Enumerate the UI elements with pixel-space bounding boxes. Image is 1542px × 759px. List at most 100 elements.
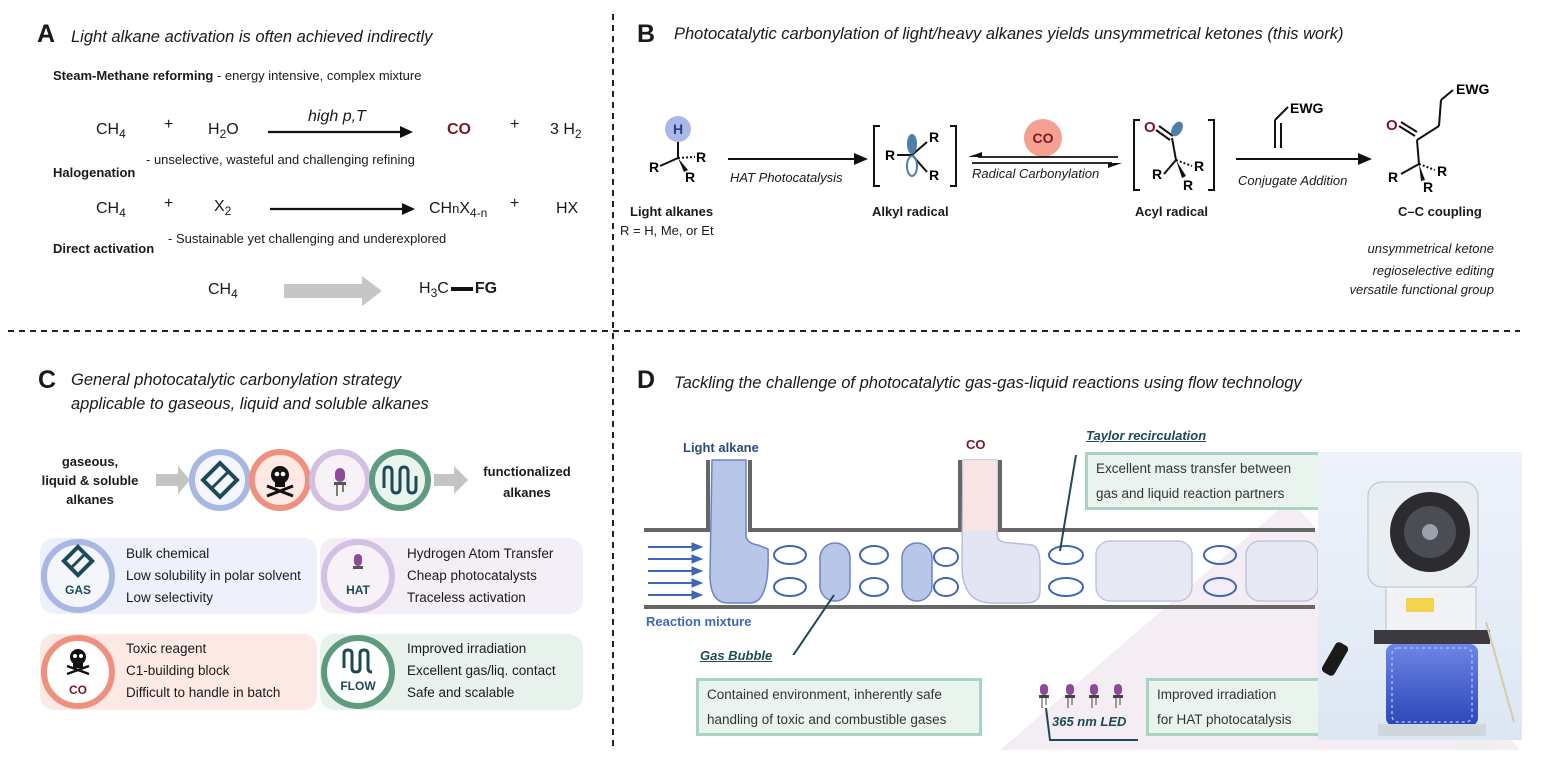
- halogenation-heading: Halogenation: [53, 165, 136, 180]
- led-icon-4: [1113, 684, 1123, 708]
- light-alkanes-label: Light alkanes: [630, 204, 714, 219]
- flow-badge-icon: FLOW: [321, 635, 395, 709]
- svg-text:R: R: [1437, 163, 1447, 179]
- direct-desc: - Sustainable yet challenging and undere…: [168, 231, 447, 246]
- ketone-product-structure: EWG O R R R: [1386, 81, 1490, 195]
- panel-d-letter: D: [637, 366, 656, 394]
- direct-heading: Direct activation: [53, 241, 155, 256]
- alkyl-radical-label: Alkyl radical: [872, 204, 949, 219]
- svg-text:O: O: [1386, 117, 1398, 134]
- eq1-condition: high p,T: [308, 108, 366, 125]
- eq3-grey-arrow: [284, 276, 382, 306]
- carbonylation-arrow-label: Radical Carbonylation: [972, 166, 1100, 181]
- panel-b-title: Photocatalytic carbonylation of light/he…: [674, 25, 1344, 43]
- note-versatile: versatile functional group: [1349, 282, 1494, 297]
- svg-text:R: R: [929, 129, 939, 145]
- eq1-reactant-1: CH4: [96, 121, 126, 142]
- fg-label: FG: [474, 280, 498, 297]
- eq1-product-h2: 3 H2: [550, 121, 582, 142]
- panel-c-title-2: applicable to gaseous, liquid and solubl…: [71, 395, 429, 413]
- hat-arrow-label: HAT Photocatalysis: [730, 170, 843, 185]
- hat-arrow: [728, 153, 868, 165]
- co-circle: CO: [1024, 119, 1062, 157]
- eq2-arrow: [270, 203, 415, 215]
- svg-text:FLOW: FLOW: [340, 679, 376, 693]
- panel-c-letter: C: [38, 366, 57, 394]
- eq3-reactant: CH4: [208, 281, 238, 302]
- r-definition: R = H, Me, or Et: [620, 223, 714, 238]
- alkyl-radical-structure: R R R: [873, 125, 957, 187]
- strategy-hat-icon: [309, 449, 371, 511]
- strategy-flow-icon: [369, 449, 431, 511]
- acyl-radical-label: Acyl radical: [1135, 204, 1208, 219]
- gas-bubble-label: Gas Bubble: [700, 648, 773, 663]
- reactor-photo: [1318, 452, 1522, 740]
- eq1-plus-1: +: [164, 116, 174, 133]
- eq2-reactant-1: CH4: [96, 200, 126, 221]
- light-alkane-structure: H R R R: [649, 116, 706, 185]
- svg-text:R: R: [929, 167, 939, 183]
- led-icon-2: [1065, 684, 1075, 708]
- eq2-plus-1: +: [164, 195, 174, 212]
- steam-heading: Steam-Methane reforming: [53, 68, 214, 83]
- svg-text:EWG: EWG: [1456, 81, 1490, 97]
- light-alkane-label: Light alkane: [683, 440, 759, 455]
- svg-text:GAS: GAS: [65, 583, 91, 597]
- hat-badge-icon: HAT: [321, 539, 395, 613]
- eq1-arrow: [268, 126, 413, 138]
- svg-text:R: R: [885, 147, 895, 163]
- equilibrium-arrows: [968, 152, 1122, 168]
- strategy-flow: [156, 449, 468, 511]
- steam-reforming-line: Steam-Methane reforming - energy intensi…: [53, 68, 421, 83]
- co-badge-icon: CO: [41, 635, 115, 709]
- flow-channel-diagram: [644, 455, 1319, 655]
- conjugate-arrow-label: Conjugate Addition: [1238, 173, 1348, 188]
- svg-text:CO: CO: [1033, 130, 1054, 146]
- halogenation-desc: - unselective, wasteful and challenging …: [146, 152, 415, 167]
- ewg-alkene-structure: EWG: [1274, 100, 1324, 148]
- gas-badge-icon: GAS: [41, 539, 115, 613]
- led-icons: [1039, 684, 1138, 741]
- svg-text:R: R: [696, 149, 706, 165]
- svg-text:R: R: [685, 169, 695, 185]
- taylor-recirculation-label: Taylor recirculation: [1086, 428, 1207, 443]
- svg-text:EWG: EWG: [1290, 100, 1324, 116]
- eq1-plus-2: +: [510, 116, 520, 133]
- reaction-mixture-label: Reaction mixture: [646, 614, 752, 629]
- steam-desc: - energy intensive, complex mixture: [213, 68, 422, 83]
- panel-b-letter: B: [637, 20, 656, 48]
- svg-text:R: R: [1194, 158, 1204, 174]
- panel-a-letter: A: [37, 20, 56, 48]
- eq1-product-co: CO: [447, 121, 471, 138]
- svg-text:O: O: [1144, 119, 1156, 136]
- svg-text:R: R: [1423, 179, 1433, 195]
- svg-text:R: R: [1388, 169, 1398, 185]
- conjugate-arrow: [1236, 153, 1372, 165]
- svg-text:R: R: [1183, 177, 1193, 193]
- co-inlet-label: CO: [966, 437, 986, 452]
- eq2-plus-2: +: [510, 195, 520, 212]
- svg-text:HAT: HAT: [346, 583, 370, 597]
- note-regioselective: regioselective editing: [1372, 263, 1494, 278]
- panel-a-title: Light alkane activation is often achieve…: [71, 28, 433, 46]
- acyl-radical-structure: O R R R: [1133, 119, 1215, 193]
- panel-d-title: Tackling the challenge of photocatalytic…: [674, 374, 1302, 392]
- svg-text:H: H: [673, 121, 683, 137]
- led-label: 365 nm LED: [1052, 714, 1127, 729]
- note-unsymmetrical: unsymmetrical ketone: [1367, 241, 1494, 256]
- led-icon-3: [1089, 684, 1099, 708]
